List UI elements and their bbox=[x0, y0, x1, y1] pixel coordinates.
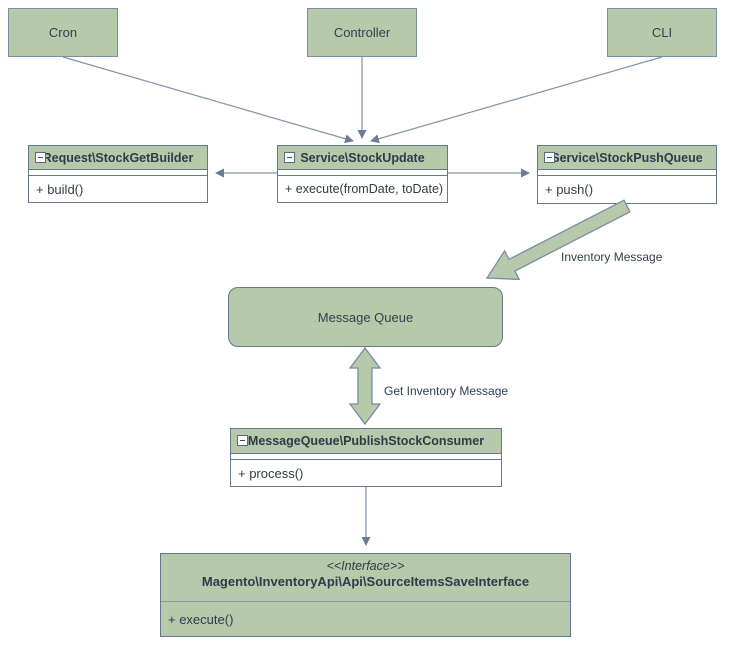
class-methods-section: + execute(fromDate, toDate) bbox=[278, 176, 447, 202]
class-header: Service\StockPushQueue bbox=[538, 146, 716, 170]
collapse-minus-icon[interactable] bbox=[544, 152, 555, 163]
class-methods-section: + process() bbox=[231, 460, 501, 486]
node-source-items-save-interface[interactable]: <<Interface>> Magento\InventoryApi\Api\S… bbox=[160, 553, 571, 637]
edge-label-get-inventory-message: Get Inventory Message bbox=[384, 384, 509, 398]
node-cli[interactable]: CLI bbox=[607, 8, 717, 57]
collapse-minus-icon[interactable] bbox=[237, 435, 248, 446]
class-attributes-section bbox=[278, 170, 447, 176]
class-attributes-section bbox=[29, 170, 207, 176]
class-methods-section: + push() bbox=[538, 176, 716, 203]
class-attributes-section bbox=[538, 170, 716, 176]
node-stock-update[interactable]: Service\StockUpdate + execute(fromDate, … bbox=[277, 145, 448, 203]
node-controller[interactable]: Controller bbox=[307, 8, 417, 57]
class-method: + build() bbox=[36, 181, 84, 197]
class-title: MessageQueue\PublishStockConsumer bbox=[247, 434, 485, 448]
class-title: Service\StockPushQueue bbox=[551, 150, 703, 165]
interface-stereotype: <<Interface>> bbox=[326, 559, 405, 573]
collapse-minus-icon[interactable] bbox=[284, 152, 295, 163]
class-attributes-section bbox=[231, 454, 501, 460]
class-method: + process() bbox=[238, 465, 304, 481]
interface-header: <<Interface>> Magento\InventoryApi\Api\S… bbox=[161, 554, 570, 602]
block-arrow-pushqueue-to-queue bbox=[485, 199, 631, 281]
node-publish-stock-consumer[interactable]: MessageQueue\PublishStockConsumer + proc… bbox=[230, 428, 502, 487]
edge-cron-to-stockupdate bbox=[62, 56, 354, 144]
class-header: MessageQueue\PublishStockConsumer bbox=[231, 429, 501, 454]
node-cli-label: CLI bbox=[651, 25, 673, 40]
node-stock-get-builder[interactable]: Request\StockGetBuilder + build() bbox=[28, 145, 208, 203]
node-stock-push-queue[interactable]: Service\StockPushQueue + push() bbox=[537, 145, 717, 204]
block-double-arrow-queue-consumer bbox=[348, 346, 382, 426]
node-message-queue-label: Message Queue bbox=[317, 309, 414, 325]
node-message-queue[interactable]: Message Queue bbox=[228, 287, 503, 347]
class-methods-section: + build() bbox=[29, 176, 207, 202]
node-cron[interactable]: Cron bbox=[8, 8, 118, 57]
edge-label-inventory-message: Inventory Message bbox=[561, 250, 663, 264]
class-title: Service\StockUpdate bbox=[300, 150, 425, 165]
edge-cli-to-stockupdate bbox=[370, 56, 663, 144]
class-method: + push() bbox=[545, 182, 594, 197]
collapse-minus-icon[interactable] bbox=[35, 152, 46, 163]
interface-methods-section: + execute() bbox=[161, 602, 570, 636]
node-cron-label: Cron bbox=[48, 25, 78, 40]
class-header: Service\StockUpdate bbox=[278, 146, 447, 170]
interface-title: Magento\InventoryApi\Api\SourceItemsSave… bbox=[201, 574, 530, 589]
node-controller-label: Controller bbox=[333, 25, 391, 40]
class-method: + execute(fromDate, toDate) bbox=[285, 182, 444, 196]
interface-method: + execute() bbox=[168, 611, 234, 627]
class-header: Request\StockGetBuilder bbox=[29, 146, 207, 170]
class-title: Request\StockGetBuilder bbox=[42, 150, 194, 165]
